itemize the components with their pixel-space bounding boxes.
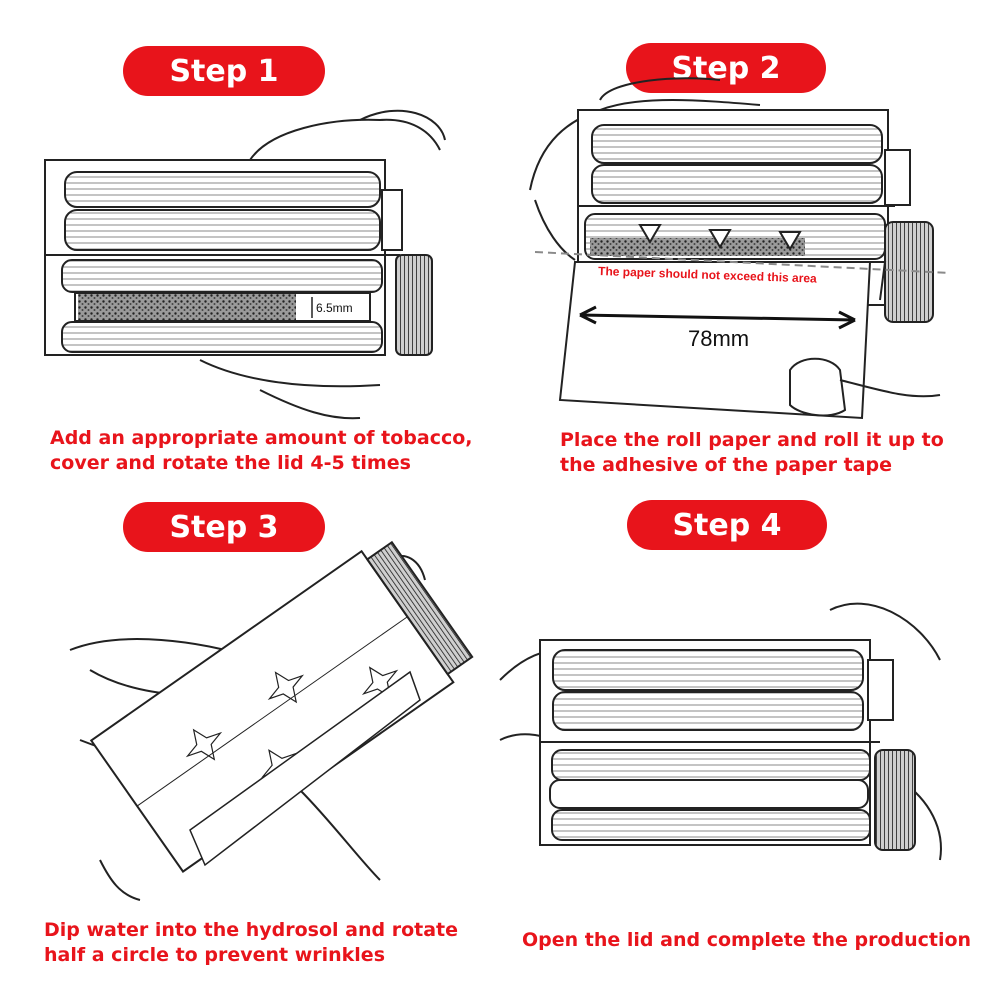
step-3-caption: Dip water into the hydrosol and rotate h… [44,918,458,968]
step-2-badge: Step 2 [626,43,826,93]
step-3-caption-line-1: Dip water into the hydrosol and rotate [44,919,459,941]
step-4-caption-line-1: Open the lid and complete the production [522,929,972,951]
step-4-badge: Step 4 [627,500,827,550]
step-3-illustration [69,540,474,901]
step-1-caption: Add an appropriate amount of tobacco, co… [50,426,473,476]
step-1-caption-line-1: Add an appropriate amount of tobacco, [50,427,473,449]
limit-line [534,251,951,274]
paper-width-label: 78mm [688,326,749,351]
step-3-badge: Step 3 [123,502,325,552]
step-2-illustration [529,77,941,420]
step-2-caption-line-1: Place the roll paper and roll it up to [560,429,944,451]
step-4-caption: Open the lid and complete the production [522,928,971,953]
step-2-caption-line-2: the adhesive of the paper tape [560,454,892,476]
step-4-illustration [499,602,942,861]
step-1-caption-line-2: cover and rotate the lid 4-5 times [50,452,411,474]
step-2-caption: Place the roll paper and roll it up to t… [560,428,944,478]
step-3-caption-line-2: half a circle to prevent wrinkles [44,944,386,966]
gap-measure-label: 6.5mm [316,301,353,315]
step-1-illustration [44,109,446,420]
step-1-badge: Step 1 [123,46,325,96]
